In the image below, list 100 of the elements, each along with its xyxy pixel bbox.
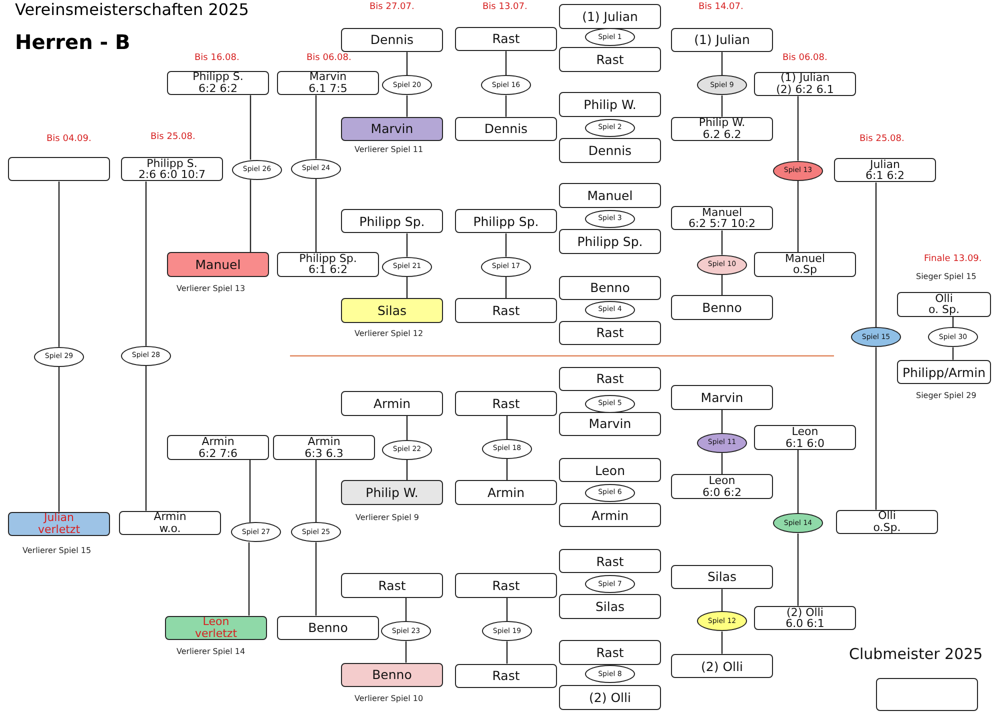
match-oval [697,254,747,275]
connector-line [58,366,60,512]
player-box [834,158,936,182]
result-text: 6:1 6:0 [786,438,824,450]
player-box [754,606,856,630]
deadline-text: Bis 04.09. [46,134,92,144]
player-box [754,72,856,96]
player-name: Philipp Sp. [577,235,643,248]
player-name: Silas [377,304,407,317]
match-oval [121,346,171,366]
match-oval [482,439,532,459]
connector-line [721,453,723,474]
player-name: (2) Olli [589,690,631,704]
connector-line [875,347,877,510]
result-text: 6:1 6:2 [866,170,904,182]
result-text: 6:0 6:2 [702,486,742,498]
player-name: Dennis [588,144,632,158]
player-box [671,474,773,499]
player-name: Marvin [588,417,632,431]
heading: Clubmeister 2025 [849,645,983,663]
note-text: Verlierer Spiel 14 [176,646,246,656]
player-name: Armin [591,508,629,522]
player-name: Rast [492,579,520,592]
player-name: Julian [870,158,900,170]
connector-line [505,95,507,117]
connector-line [405,641,407,663]
player-box [671,385,773,410]
player-box [897,292,991,317]
player-box [836,510,938,534]
deadline-text: Bis 25.08. [150,132,196,142]
result-text: w.o. [159,522,181,535]
match-oval [697,75,747,96]
match-oval [585,210,635,228]
connector-line [721,631,723,654]
player-name: Philipp S. [146,158,198,170]
player-box [671,564,773,590]
player-name: Philipp Sp. [299,252,357,264]
connector-line [406,460,408,480]
player-name: Armin [487,486,525,500]
match-oval [481,75,531,96]
player-name: Marvin [309,71,347,83]
match-oval [585,300,635,319]
player-box [559,502,661,528]
result-text: 6.1 7:5 [308,82,348,95]
match-oval [382,440,432,460]
result-text: verletzt [194,628,238,640]
player-box [671,28,773,52]
heading: Herren - B [15,30,130,54]
match-oval [585,118,635,137]
player-box [559,640,661,665]
connector-line [721,230,723,255]
player-box [277,616,379,640]
player-name: Marvin [700,390,744,404]
match-oval [382,75,432,96]
player-name: Benno [702,300,742,314]
player-name: Rast [492,32,520,46]
player-name: (1) Julian [780,72,830,84]
player-box [559,47,661,72]
player-name: Armin [308,436,340,448]
player-box [559,366,661,392]
player-box [559,458,661,482]
player-box [559,92,661,117]
player-name: Benno [590,281,630,294]
connector-line [315,178,317,252]
player-name: Olli [878,510,896,522]
empty-box [8,156,110,182]
player-name: Rast [596,646,624,659]
player-box [341,116,443,142]
match-oval [482,621,532,642]
player-box [559,276,661,300]
deadline-text: Finale 13.09. [924,254,982,264]
match-oval [382,256,432,277]
match-oval [291,158,341,179]
player-box [455,208,557,234]
connector-line [506,641,508,664]
connector-line [249,460,251,522]
player-name: Julian [44,512,74,524]
connector-line [405,598,407,622]
match-oval [585,394,635,413]
player-box [559,320,661,346]
player-name: Armin [373,396,411,410]
match-oval [773,513,823,534]
connector-line [506,416,508,439]
player-box [455,480,557,505]
deadline-text: Bis 16.08. [194,53,240,64]
player-name: Rast [596,52,624,66]
result-text: (2) 6:2 6.1 [776,84,834,96]
player-box [559,548,661,574]
player-name: Rast [492,669,520,682]
match-oval [585,484,635,502]
result-text: o. Sp. [928,304,960,316]
player-name: Olli [935,292,953,304]
deadline-text: Bis 14.07. [698,2,744,12]
player-box [341,391,443,416]
player-name: Leon [594,464,625,477]
player-box [671,295,773,320]
result-text: 6.2 6.2 [702,129,742,141]
player-name: Philip W. [698,117,746,130]
player-name: Armin [154,511,186,523]
player-name: Manuel [195,258,241,271]
